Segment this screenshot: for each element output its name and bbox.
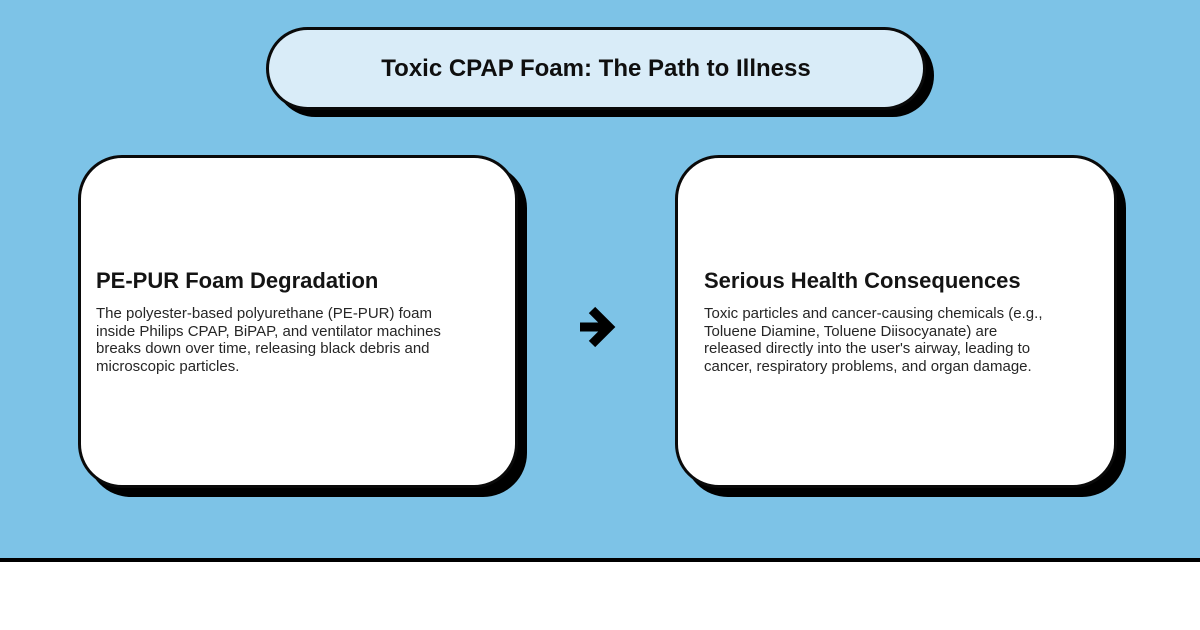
card-heading-foam-degradation: PE-PUR Foam Degradation <box>96 268 379 293</box>
arrow-right-icon <box>574 302 624 352</box>
footer-strip <box>0 566 1200 630</box>
card-body-health-consequences: Toxic particles and cancer-causing chemi… <box>704 305 1043 375</box>
page-title: Toxic CPAP Foam: The Path to Illness <box>381 54 811 82</box>
card-serious-health-consequences: Serious Health Consequences Toxic partic… <box>675 155 1117 488</box>
card-heading-health-consequences: Serious Health Consequences <box>704 268 1021 293</box>
title-banner: Toxic CPAP Foam: The Path to Illness <box>266 27 926 110</box>
infographic-canvas: Toxic CPAP Foam: The Path to Illness PE-… <box>0 0 1200 562</box>
card-pe-pur-foam-degradation: PE-PUR Foam Degradation The polyester-ba… <box>78 155 518 488</box>
card-body-foam-degradation: The polyester-based polyurethane (PE-PUR… <box>96 305 441 375</box>
